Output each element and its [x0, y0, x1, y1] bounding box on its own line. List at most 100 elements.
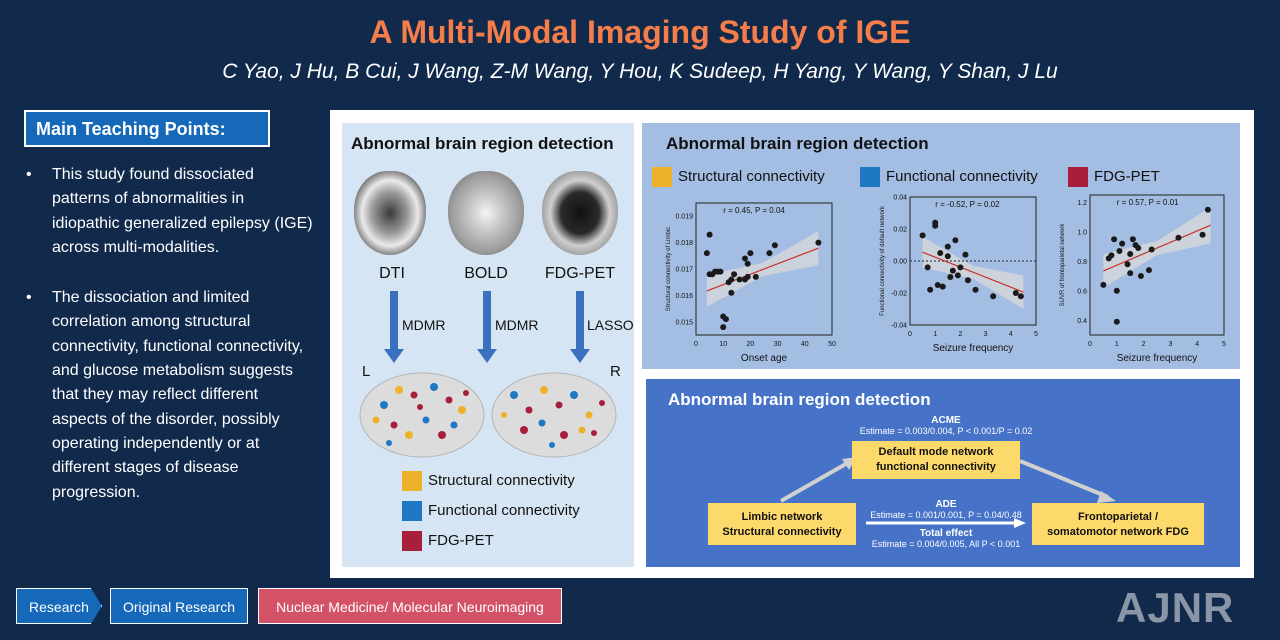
- data-point: [1116, 248, 1123, 254]
- ade-text: Estimate = 0.001/0.001, P = 0.04/0.48: [870, 510, 1022, 520]
- panel-brain-detection: Abnormal brain region detection DTI BOLD…: [342, 123, 634, 567]
- legend-item-structural: Structural connectivity: [652, 167, 825, 187]
- data-point: [1119, 240, 1126, 247]
- y-axis-label: SUVR of frontoparietal network: [1060, 223, 1066, 307]
- data-point: [720, 324, 727, 331]
- stat-annotation: r = -0.52, P = 0.02: [935, 200, 1000, 209]
- data-point: [1111, 236, 1118, 243]
- data-point: [1108, 252, 1115, 259]
- panel-c-title: Abnormal brain region detection: [668, 390, 931, 409]
- y-tick-label: 0.019: [675, 214, 693, 221]
- left-hemisphere-surface: [359, 372, 485, 458]
- x-tick-label: 2: [958, 331, 962, 338]
- legend-label: FDG-PET: [428, 531, 494, 549]
- confidence-band: [1103, 207, 1211, 288]
- main-point-text: This study found dissociated patterns of…: [52, 166, 313, 256]
- data-point: [1113, 287, 1120, 294]
- x-tick-label: 3: [984, 331, 988, 338]
- data-point: [1199, 231, 1206, 238]
- legend-label: Structural connectivity: [678, 167, 825, 185]
- tag-original-research[interactable]: Original Research: [110, 588, 248, 624]
- data-point: [957, 264, 964, 271]
- legend-swatch: [402, 471, 422, 491]
- journal-logo: AJNR: [1116, 584, 1235, 631]
- y-tick-label: 1.2: [1077, 200, 1087, 207]
- outcome-line: somatomotor network FDG: [1047, 526, 1189, 538]
- stat-annotation: r = 0.45, P = 0.04: [723, 206, 785, 215]
- x-tick-label: 40: [801, 341, 809, 348]
- legend-label: Structural connectivity: [428, 471, 575, 489]
- author-list: C Yao, J Hu, B Cui, J Wang, Z-M Wang, Y …: [222, 60, 1058, 83]
- data-point: [706, 231, 713, 238]
- data-point: [972, 286, 979, 293]
- data-point: [1127, 270, 1134, 277]
- x-tick-label: 2: [1142, 341, 1146, 348]
- acme-label: ACME: [931, 415, 961, 426]
- exposure-line: Limbic network: [741, 511, 823, 523]
- arrow-mediator-to-outcome: [1019, 459, 1109, 499]
- x-tick-label: 4: [1009, 331, 1013, 338]
- outcome-line: Frontoparietal /: [1077, 511, 1159, 523]
- data-point: [1135, 245, 1142, 252]
- y-tick-label: 0.4: [1077, 318, 1087, 325]
- modality-label-dti: DTI: [379, 265, 405, 282]
- data-point: [954, 272, 961, 279]
- right-hemisphere-label: R: [610, 363, 621, 380]
- data-point: [1012, 290, 1019, 296]
- legend-item-fdg: FDG-PET: [402, 531, 494, 551]
- x-axis-label: Seizure frequency: [933, 343, 1014, 354]
- y-tick-label: -0.02: [891, 291, 907, 298]
- data-point: [1175, 234, 1182, 241]
- x-tick-label: 0: [908, 331, 912, 338]
- legend-swatch: [652, 167, 672, 187]
- modality-label-bold: BOLD: [464, 265, 508, 282]
- total-effect-text: Estimate = 0.004/0.005, All P < 0.001: [871, 539, 1021, 549]
- brain-surface-render: [359, 372, 617, 458]
- x-tick-label: 5: [1034, 331, 1038, 338]
- tag-research[interactable]: Research: [16, 588, 102, 624]
- page-title: A Multi-Modal Imaging Study of IGE: [369, 14, 911, 50]
- legend-item-functional: Functional connectivity: [860, 167, 1038, 187]
- arrow-exposure-to-mediator: [780, 459, 852, 503]
- data-point: [717, 268, 724, 275]
- arrowhead-icon: [1097, 491, 1116, 503]
- method-label: LASSO: [587, 317, 634, 333]
- x-tick-label: 5: [1222, 341, 1226, 348]
- regression-line: [1103, 224, 1211, 272]
- main-point-item: •The dissociation and limited correlatio…: [24, 286, 316, 505]
- legend-item-structural: Structural connectivity: [402, 471, 575, 491]
- data-point: [937, 250, 944, 256]
- data-point: [1124, 261, 1131, 268]
- arrow-down-icon: [477, 291, 497, 363]
- mediator-line: functional connectivity: [876, 461, 996, 473]
- bullet-icon: •: [26, 289, 32, 307]
- x-axis-label: Onset age: [741, 353, 788, 364]
- arrowhead-icon: [1014, 518, 1026, 528]
- y-tick-label: 0.6: [1077, 288, 1087, 295]
- data-point: [741, 255, 748, 262]
- acme-text: Estimate = 0.003/0.004, P < 0.001/P = 0.…: [859, 426, 1033, 436]
- data-point: [1113, 318, 1120, 325]
- outcome-box: Frontoparietal / somatomotor network FDG: [1032, 503, 1204, 545]
- legend-swatch: [402, 531, 422, 551]
- x-tick-label: 3: [1168, 341, 1172, 348]
- panel-b-title: Abnormal brain region detection: [666, 134, 929, 153]
- exposure-line: Structural connectivity: [722, 526, 842, 538]
- data-point: [1129, 236, 1136, 243]
- data-point: [927, 286, 934, 293]
- panel-a-title: Abnormal brain region detection: [351, 134, 614, 153]
- x-tick-label: 1: [1115, 341, 1119, 348]
- mediator-line: Default mode network: [878, 446, 994, 458]
- tag-subspecialty[interactable]: Nuclear Medicine/ Molecular Neuroimaging: [258, 588, 562, 624]
- x-tick-label: 0: [1088, 341, 1092, 348]
- data-point: [962, 251, 969, 258]
- data-point: [1017, 293, 1024, 300]
- y-tick-label: 1.0: [1077, 229, 1087, 236]
- left-hemisphere-label: L: [362, 363, 371, 380]
- data-point: [944, 253, 951, 260]
- x-tick-label: 50: [828, 341, 836, 348]
